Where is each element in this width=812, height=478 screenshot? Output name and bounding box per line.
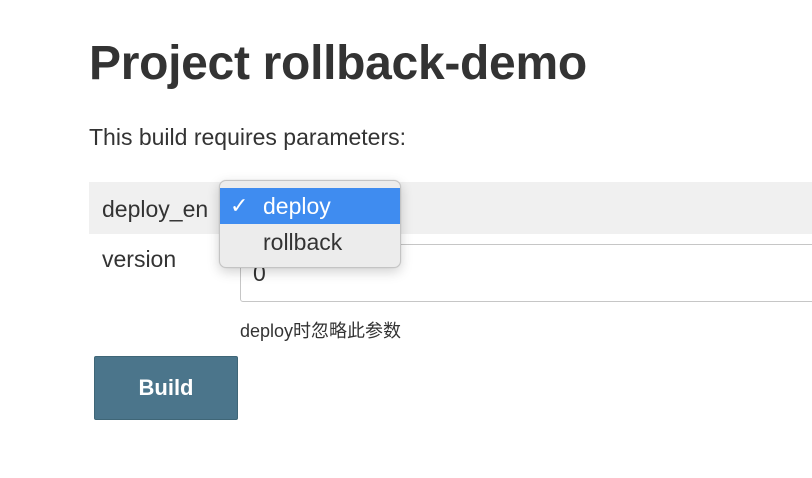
deploy-env-label: deploy_en [102,196,209,222]
build-button[interactable]: Build [94,356,238,420]
option-label: deploy [263,193,331,219]
deploy-env-dropdown: ✓ deploy rollback [219,180,401,268]
parameters-intro: This build requires parameters: [89,124,407,150]
version-label: version [102,246,177,272]
option-label: rollback [263,229,343,255]
param-row-deploy-env: deploy_en [89,182,812,234]
page-title: Project rollback-demo [89,37,587,90]
checkmark-icon: ✓ [230,193,249,218]
dropdown-option-rollback[interactable]: rollback [220,224,400,260]
version-help-text: deploy时忽略此参数 [240,321,402,341]
dropdown-option-deploy[interactable]: ✓ deploy [220,188,400,224]
